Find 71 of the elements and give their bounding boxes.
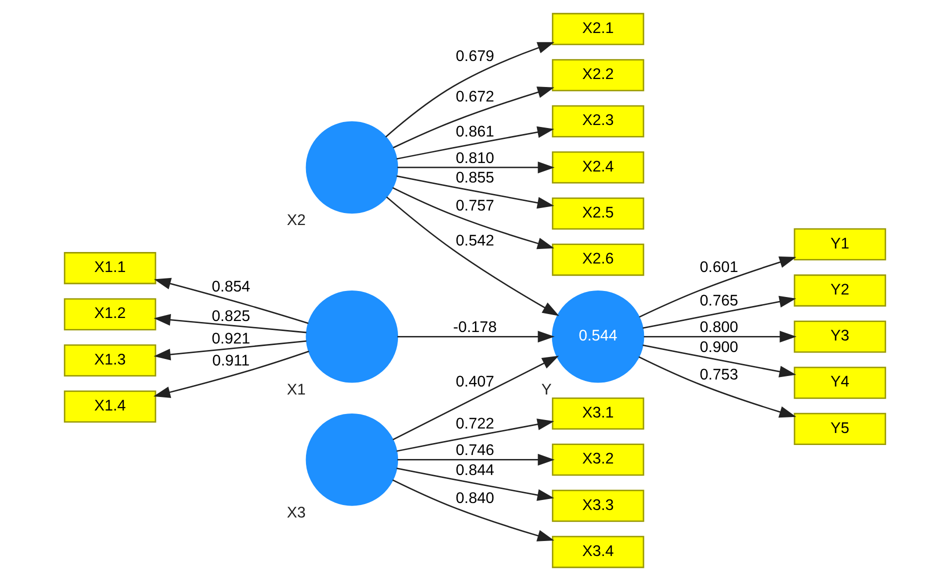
node-label: X3 (286, 504, 306, 522)
edge-label: 0.825 (212, 308, 250, 325)
arrow (638, 356, 796, 418)
edge-label: 0.407 (456, 374, 494, 391)
node-box: X2.6 (552, 244, 644, 276)
edge-label: 0.746 (456, 442, 494, 460)
node-circle (306, 121, 398, 214)
edge-label: 0.800 (700, 319, 738, 336)
node-label: Y (541, 381, 552, 398)
node-box: X2.2 (552, 59, 644, 92)
node-box: Y4 (794, 366, 886, 399)
node-box: X3.2 (552, 444, 644, 476)
node-box: X2.5 (552, 198, 644, 230)
edge-label: 0.840 (456, 490, 494, 507)
arrow (153, 350, 310, 398)
arrow (397, 330, 555, 343)
arrow (639, 256, 796, 318)
edge-label: 0.679 (456, 48, 494, 65)
arrow (392, 86, 554, 148)
arrow (154, 340, 306, 360)
edge-label: 0.672 (456, 88, 494, 106)
arrow (392, 356, 559, 440)
edge-label: 0.921 (212, 330, 250, 348)
node-box: X3.3 (552, 490, 644, 522)
arrow (392, 479, 554, 542)
node-box: X3.1 (552, 397, 644, 430)
node-circle (306, 414, 398, 506)
node-circle: 0.544 (552, 290, 644, 383)
edge-label: 0.844 (456, 462, 494, 479)
arrow (392, 187, 554, 250)
node-box: X1.4 (64, 390, 156, 423)
arrow (154, 278, 309, 324)
arrow (386, 196, 560, 316)
arrow (397, 162, 555, 174)
edge-label: 0.753 (700, 366, 738, 384)
edge-label: 0.861 (456, 123, 494, 140)
node-box: X1.2 (64, 298, 156, 330)
node-box: X2.1 (552, 12, 644, 46)
edge-label: -0.178 (453, 319, 497, 336)
edge-label: 0.854 (212, 278, 250, 296)
node-box: Y5 (794, 412, 886, 446)
node-box: X3.4 (552, 536, 644, 568)
arrow (154, 314, 306, 334)
arrow (644, 330, 796, 343)
arrow (385, 42, 554, 138)
edge-label: 0.601 (700, 259, 738, 276)
node-label: X1 (286, 381, 306, 398)
edge-label: 0.757 (456, 198, 494, 215)
arrow (396, 175, 554, 209)
edge-label: 0.722 (456, 416, 494, 433)
edge-label: 0.855 (456, 170, 494, 187)
edge-label: 0.911 (212, 352, 250, 370)
node-label: X2 (286, 212, 306, 230)
node-box: Y3 (794, 320, 886, 353)
node-box: X1.3 (64, 344, 156, 376)
edge-label: 0.542 (456, 232, 494, 250)
node-box: X2.3 (552, 105, 644, 138)
edge-label: 0.900 (700, 338, 738, 356)
edge-label: 0.810 (456, 150, 494, 167)
node-box: X2.4 (552, 151, 644, 184)
arrow (396, 418, 554, 452)
node-box: X1.1 (64, 252, 156, 284)
arrow (396, 126, 554, 160)
node-circle (306, 290, 398, 383)
edge-label: 0.765 (700, 292, 738, 310)
arrow (642, 296, 796, 329)
node-box: Y1 (794, 228, 886, 260)
arrow (397, 454, 555, 466)
arrow (396, 468, 554, 501)
node-box: Y2 (794, 274, 886, 307)
arrow (642, 344, 796, 378)
